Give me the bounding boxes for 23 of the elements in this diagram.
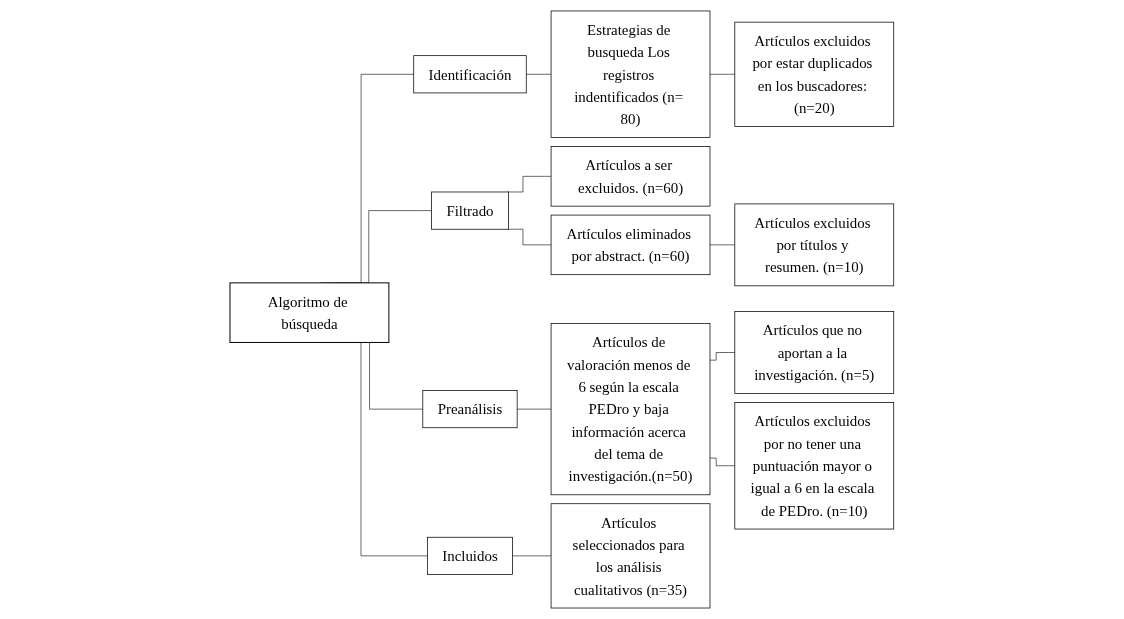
connector <box>507 176 552 193</box>
node-box: Filtrado <box>431 191 509 230</box>
node-box: Artículos a ser excluidos. (n=60) <box>550 146 711 207</box>
node-box: Artículos eliminados por abstract. (n=60) <box>550 214 711 276</box>
node-box: Artículos excluidos por títulos y resumen. (n=10) <box>734 203 895 287</box>
connector <box>517 408 552 410</box>
node-box: Artículos excluidos por no tener una puntuación mayor o igual a 6 en la escala de PEDro. (n=10) <box>734 402 895 530</box>
connector <box>709 244 736 246</box>
connector <box>709 457 736 467</box>
node-box: Artículos que no aportan a la investigación. (n=5) <box>734 311 895 394</box>
node-box: Artículos seleccionados para los análisis cualitativos (n=35) <box>550 503 711 609</box>
connector <box>526 74 552 75</box>
node-box: Identificación <box>413 55 527 94</box>
node-box: Algoritmo de búsqueda <box>229 282 390 343</box>
connector <box>709 74 736 75</box>
node-box: Preanálisis <box>422 390 518 429</box>
connector <box>512 555 552 557</box>
node-box: Incluidos <box>427 536 514 575</box>
node-box: Estrategias de busqueda Los registros indentificados (n= 80) <box>550 10 711 138</box>
node-box: Artículos excluidos por estar duplicados en los buscadores: (n=20) <box>734 21 895 127</box>
node-box: Artículos de valoración menos de 6 según la escala PEDro y baja información acerca del tema de investigación.(n=50) <box>550 323 711 496</box>
connector <box>709 352 736 361</box>
connector <box>507 228 552 246</box>
